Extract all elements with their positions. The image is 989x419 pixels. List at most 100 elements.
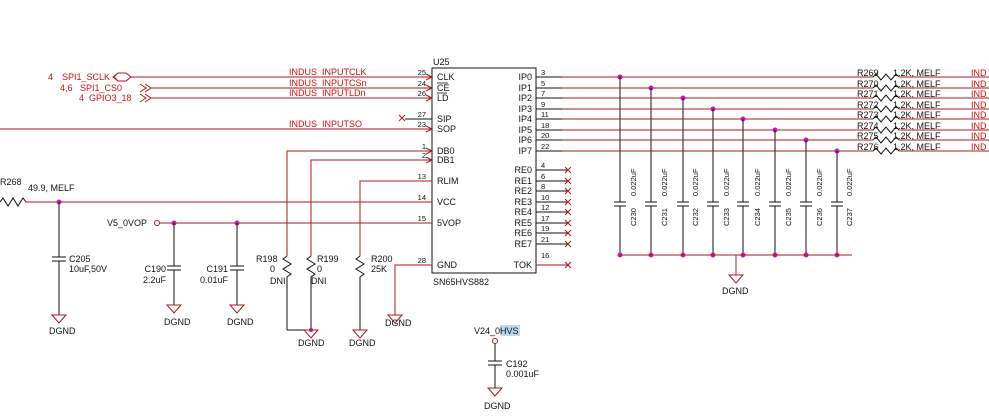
net-label: IND: [971, 89, 987, 99]
power-label-v24[interactable]: V24_0HVS: [474, 325, 520, 336]
ref-label: R271: [857, 89, 879, 99]
resistor-r200[interactable]: R200 25K: [355, 254, 393, 330]
pin-number: 13: [418, 172, 426, 181]
value-label: 0.022uF: [784, 168, 793, 196]
text-highlight: [500, 325, 520, 336]
net-label: IND: [971, 121, 987, 131]
capacitor-c191[interactable]: C191 0.01uF: [200, 223, 244, 305]
ic-u25[interactable]: U25 SN65HVS882: [431, 57, 537, 287]
net-label: IND: [971, 131, 987, 141]
ref-label: R273: [857, 110, 879, 120]
pin-name: RE2: [514, 186, 532, 196]
pin-number: 24: [418, 79, 426, 88]
resistor-icon: [872, 115, 900, 123]
ref-label: R276: [857, 142, 879, 152]
pin-number: 15: [418, 214, 426, 223]
pin-number: 27: [418, 110, 426, 119]
capacitor-c205[interactable]: C205 10uF,50V: [52, 202, 107, 315]
ic-pin-ip7[interactable]: IP7 22: [518, 142, 562, 156]
pin-name: RE3: [514, 197, 532, 207]
pin-name: CLK: [437, 72, 455, 82]
value-label: 49.9, MELF: [28, 183, 75, 193]
ref-label: C234: [753, 208, 762, 226]
no-connect-icon: [398, 114, 406, 122]
no-connect-icon: [564, 261, 572, 269]
gnd-symbol-c192: DGND: [484, 387, 511, 411]
offpage-ref: 4,6: [60, 83, 73, 93]
value-label: 1.2K, MELF: [893, 142, 941, 152]
pin-name: GND: [437, 260, 458, 270]
pin-number: 1: [422, 142, 426, 151]
value-label: 1.2K, MELF: [893, 68, 941, 78]
pin-arrows: [425, 73, 434, 164]
pin-name: IP7: [518, 146, 532, 156]
pin-number: 7: [541, 89, 545, 98]
svg-text:DGND: DGND: [49, 326, 76, 336]
ic-pin-ip5[interactable]: IP5 18: [518, 121, 562, 135]
offpage-gpio3-18[interactable]: 4 GPIO3_18: [79, 93, 152, 103]
resistor-r268[interactable]: R268 49.9, MELF: [0, 177, 75, 207]
capacitor-c192[interactable]: C192 0.001uF: [488, 344, 540, 388]
capacitor-c190[interactable]: C190 2.2uF: [143, 223, 181, 305]
resistor-r198[interactable]: R198 0 DNI: [256, 254, 292, 330]
capacitor-c237[interactable]: C237 0.022uF: [831, 151, 854, 258]
gnd-symbol-ic: DGND: [385, 314, 412, 328]
ref-label: C232: [691, 208, 700, 226]
resistor-r199[interactable]: R199 0 DNI: [306, 254, 339, 330]
svg-text:V24_0HVS: V24_0HVS: [474, 326, 519, 336]
offpage-spi1-sclk[interactable]: 4 SPI1_SCLK: [48, 72, 132, 82]
gnd-symbol-r200: DGND: [349, 329, 376, 348]
pin-number: 18: [541, 121, 549, 130]
ref-label: C237: [845, 208, 854, 226]
value-label: 0.022uF: [815, 168, 824, 196]
no-connect-icon: [564, 240, 572, 248]
pin-name: IP5: [518, 125, 532, 135]
svg-text:DGND: DGND: [349, 338, 376, 348]
value-label: 0.022uF: [845, 168, 854, 196]
pin-name: VCC: [437, 197, 457, 207]
no-connect-icon: [564, 219, 572, 227]
offpage-spi1-cs0[interactable]: 4,6 SPI1_CS0: [60, 83, 152, 93]
pin-name: CE: [437, 83, 450, 93]
pin-name: RLIM: [437, 176, 459, 186]
pin-number: 22: [541, 142, 549, 151]
ic-body[interactable]: [431, 67, 537, 274]
pin-name: DB0: [437, 146, 455, 156]
value-label: 0.022uF: [722, 168, 731, 196]
note-label: DNI: [270, 276, 286, 286]
resistor-icon: [872, 105, 900, 113]
pin-number: 20: [541, 131, 549, 140]
pin-number: 2: [422, 151, 426, 160]
